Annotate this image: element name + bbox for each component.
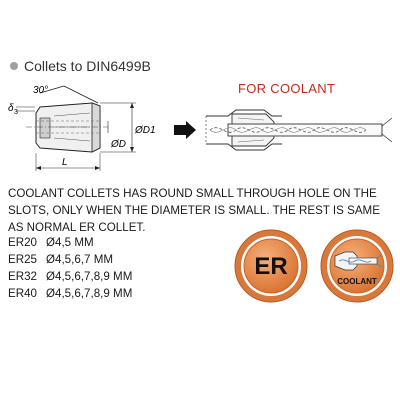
list-item: ER40 Ø4,5,6,7,8,9 MM: [8, 285, 132, 302]
size-code: ER32: [8, 270, 38, 283]
size-code: ER40: [8, 287, 38, 300]
size-values: Ø4,5,6,7 MM: [46, 253, 114, 266]
d1-label: ØD1: [134, 125, 156, 136]
list-item: ER25 Ø4,5,6,7 MM: [8, 251, 132, 268]
size-code: ER20: [8, 236, 38, 249]
coolant-tool-icon: [334, 251, 382, 271]
coolant-collet-illustration: [174, 109, 393, 151]
delta-subscript: 3: [14, 109, 18, 116]
bullet-icon: [10, 62, 18, 70]
list-item: ER20 Ø4,5 MM: [8, 234, 132, 251]
er-badge-label: ER: [254, 253, 287, 280]
er-badge: ER: [234, 229, 308, 303]
size-values: Ø4,5,6,7,8,9 MM: [46, 287, 133, 300]
delta-label: δ: [8, 103, 14, 114]
section-heading: Collets to DIN6499B: [10, 58, 151, 74]
coolant-badge: COOLANT: [320, 229, 394, 303]
list-item: ER32 Ø4,5,6,7,8,9 MM: [8, 268, 132, 285]
size-code: ER25: [8, 253, 38, 266]
d-label: ØD: [110, 139, 126, 150]
coolant-badge-label: COOLANT: [337, 277, 377, 286]
angle-label: 30°: [33, 85, 48, 96]
description-text: COOLANT COLLETS HAS ROUND SMALL THROUGH …: [8, 187, 380, 234]
coolant-title: FOR COOLANT: [238, 81, 336, 96]
l-label: L: [62, 157, 68, 168]
size-list: ER20 Ø4,5 MM ER25 Ø4,5,6,7 MM ER32 Ø4,5,…: [8, 234, 132, 302]
size-values: Ø4,5 MM: [46, 236, 94, 249]
section-heading-text: Collets to DIN6499B: [24, 58, 151, 74]
arrow-right-icon: [174, 121, 196, 139]
size-values: Ø4,5,6,7,8,9 MM: [46, 270, 133, 283]
collet-technical-drawing: 30° δ 3 ØD ØD1 L: [8, 85, 156, 171]
